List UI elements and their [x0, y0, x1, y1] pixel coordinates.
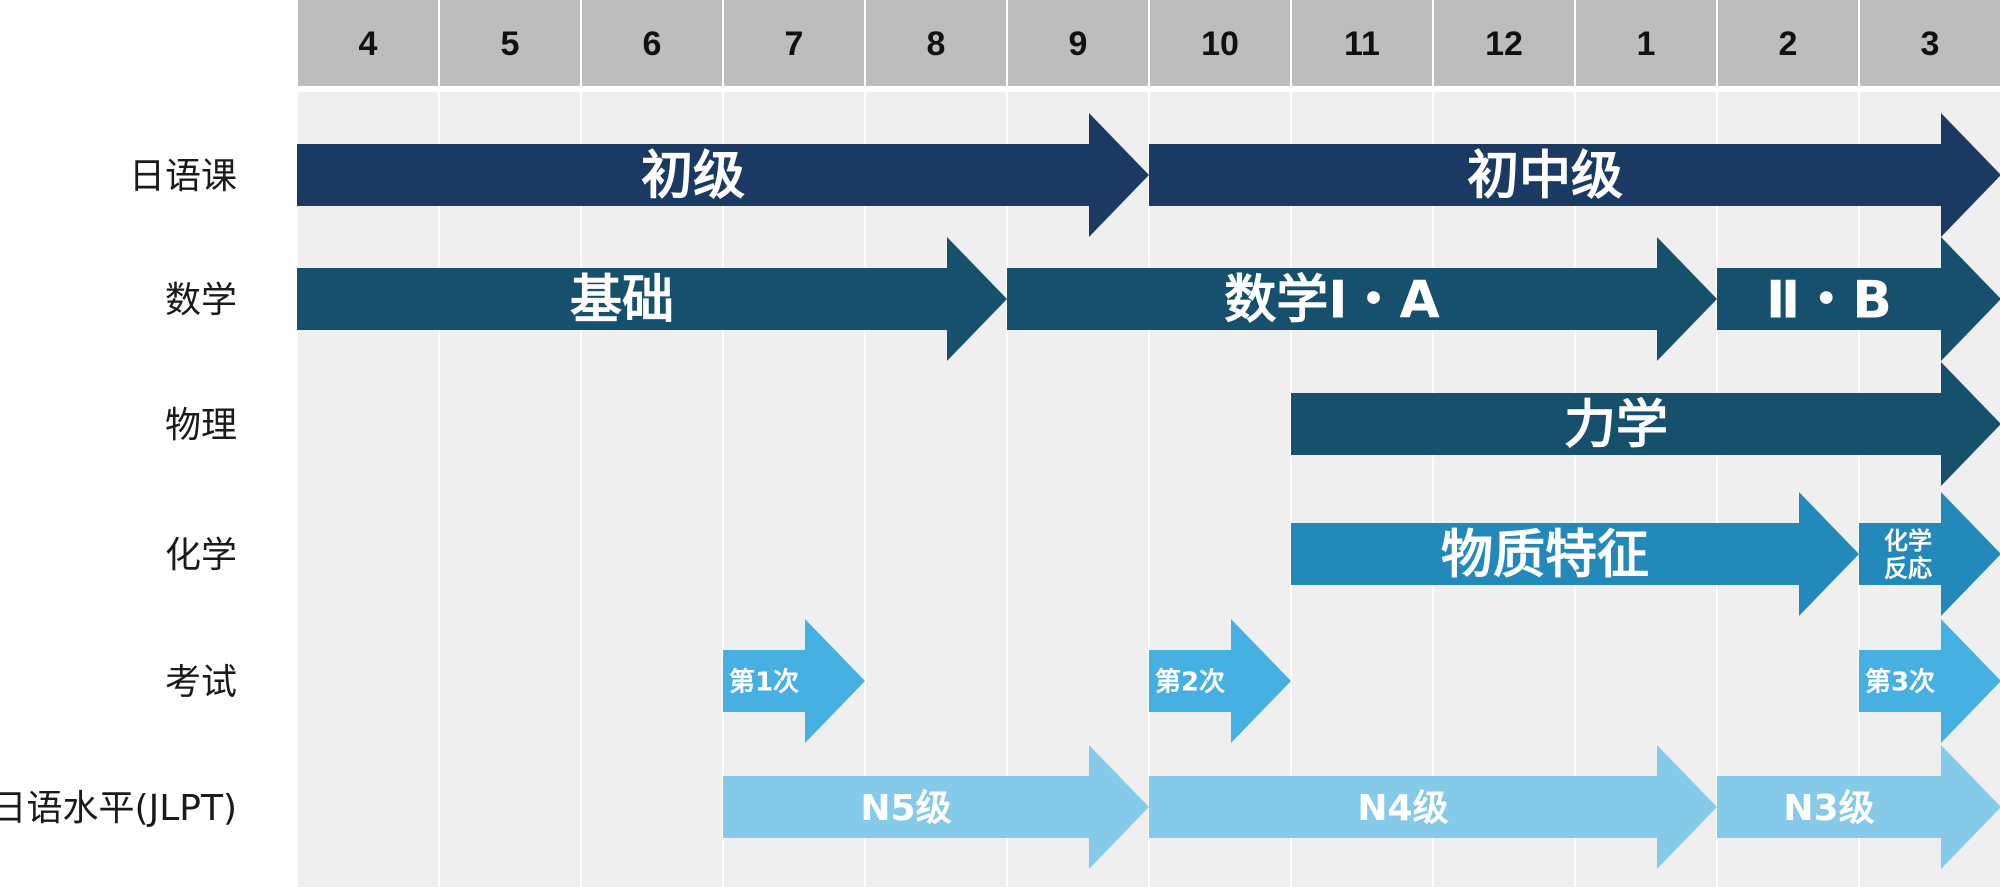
arrow-bar: 化学反応: [1859, 492, 2000, 616]
month-header-cell: [440, 0, 580, 86]
arrow-shape: [1149, 745, 1717, 869]
arrow-shape: [1291, 362, 2000, 486]
month-label: 9: [1069, 25, 1088, 63]
arrow-label: N5级: [860, 788, 951, 829]
month-label: 10: [1201, 25, 1239, 63]
arrow-shape: [1717, 745, 2000, 869]
row-label: 物理: [165, 405, 237, 446]
month-label: 1: [1637, 25, 1656, 63]
arrow-bar: N4级: [1149, 745, 1717, 869]
month-header-cell: [1576, 0, 1716, 86]
arrow-label: 力学: [1564, 396, 1668, 456]
month-label: 8: [927, 25, 946, 63]
month-header-cell: [1008, 0, 1148, 86]
arrow-bar: 第3次: [1859, 619, 2000, 743]
row-label: 日语水平(JLPT): [0, 788, 237, 829]
arrow-shape: [723, 619, 865, 743]
month-label: 2: [1779, 25, 1798, 63]
month-label: 4: [359, 25, 378, 63]
arrow-label: 初中级: [1467, 147, 1623, 207]
row-label: 数学: [165, 280, 237, 321]
month-header-cell: [866, 0, 1006, 86]
month-header-cell: [582, 0, 722, 86]
arrow-label: 第2次: [1155, 666, 1225, 697]
arrow-label: Ⅱ・B: [1766, 271, 1892, 331]
arrow-bar: 初级: [297, 113, 1149, 237]
month-header-cell: [1860, 0, 2000, 86]
arrow-shape: [1149, 619, 1291, 743]
arrow-label: 基础: [570, 271, 674, 331]
month-header-cell: [724, 0, 864, 86]
month-label: 12: [1485, 25, 1523, 63]
arrow-shape: [1007, 237, 1717, 361]
arrow-bar: 初中级: [1149, 113, 2000, 237]
arrow-bar: N5级: [723, 745, 1149, 869]
month-label: 11: [1344, 25, 1380, 63]
arrow-label: N3级: [1783, 788, 1874, 829]
arrow-bar: 物质特征: [1291, 492, 1859, 616]
arrow-bar: 基础: [297, 237, 1007, 361]
month-header-cell: [1292, 0, 1432, 86]
arrow-shape: [723, 745, 1149, 869]
month-header-cell: [1718, 0, 1858, 86]
month-label: 7: [785, 25, 804, 63]
arrow-bar: 第2次: [1149, 619, 1291, 743]
grid-lines: [296, 92, 1860, 887]
arrow-bar: N3级: [1717, 745, 2000, 869]
arrow-shape: [1859, 619, 2000, 743]
arrow-label: 初级: [641, 147, 745, 207]
arrow-shape: [297, 113, 1149, 237]
month-header-cell: [1150, 0, 1290, 86]
arrow-label: 第3次: [1865, 666, 1935, 697]
arrow-label: 物质特征: [1441, 526, 1649, 586]
month-label: 3: [1921, 25, 1940, 63]
month-header-cell: [1434, 0, 1574, 86]
month-label: 6: [643, 25, 662, 63]
month-header-cell: [298, 0, 438, 86]
arrow-bar: Ⅱ・B: [1717, 237, 2000, 361]
row-label: 考试: [165, 662, 237, 703]
arrow-label: 化学反応: [1884, 527, 1932, 583]
row-label: 日语课: [129, 156, 237, 197]
arrow-bar: 数学Ⅰ・A: [1007, 237, 1717, 361]
month-label: 5: [501, 25, 520, 63]
arrow-shape: [1149, 113, 2000, 237]
arrow-shape: [1291, 492, 1859, 616]
arrow-bar: 第1次: [723, 619, 865, 743]
row-label: 化学: [165, 535, 237, 576]
arrow-shape: [1717, 237, 2000, 361]
arrow-shape: [297, 237, 1007, 361]
arrow-label: N4级: [1357, 788, 1448, 829]
arrow-shape: [1859, 492, 2000, 616]
arrow-label: 第1次: [729, 666, 799, 697]
arrow-label: 数学Ⅰ・A: [1224, 271, 1440, 331]
arrow-bar: 力学: [1291, 362, 2000, 486]
